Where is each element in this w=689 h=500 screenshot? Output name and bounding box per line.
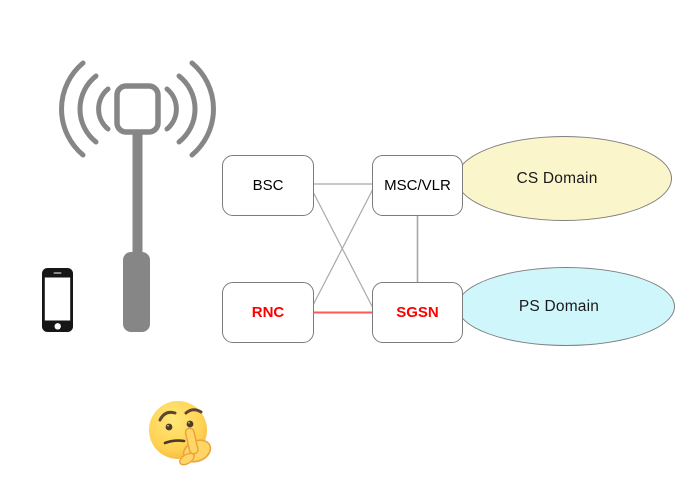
emoji-eye-left-highlight: [167, 424, 169, 427]
cs-domain-label: CS Domain: [516, 169, 598, 187]
smartphone-icon: [42, 268, 73, 332]
emoji-eye-right-highlight: [188, 421, 190, 424]
cs-domain-ellipse: CS Domain: [456, 136, 672, 221]
emoji-mouth: [163, 439, 186, 445]
node-sgsn: SGSN: [372, 282, 463, 343]
thinking-face-emoji: [149, 401, 212, 466]
emoji-eye-left: [165, 423, 173, 431]
node-msc-vlr: MSC/VLR: [372, 155, 463, 216]
phone-home-button: [54, 323, 61, 330]
node-rnc-label: RNC: [251, 304, 285, 321]
node-rnc: RNC: [222, 282, 314, 343]
ps-domain-label: PS Domain: [518, 297, 600, 315]
node-bsc: BSC: [222, 155, 314, 216]
edge-rnc-mscvlr: [309, 186, 375, 312]
radio-waves-right: [164, 60, 216, 158]
node-bsc-label: BSC: [252, 177, 284, 194]
phone-speaker: [53, 272, 62, 274]
tower-base: [123, 252, 150, 332]
cell-tower-icon: [59, 60, 216, 332]
ps-domain-ellipse: PS Domain: [457, 267, 675, 346]
tower-pole: [132, 125, 143, 271]
emoji-eyebrow-right: [184, 408, 203, 415]
emoji-hand-thumb: [179, 452, 195, 466]
antenna-head: [114, 83, 161, 135]
emoji-eyebrow-left: [158, 410, 177, 422]
phone-screen: [44, 277, 71, 321]
node-sgsn-label: SGSN: [396, 304, 439, 321]
emoji-eye-right: [186, 420, 194, 428]
radio-waves-left: [59, 60, 111, 158]
node-msc-vlr-label: MSC/VLR: [384, 177, 451, 194]
emoji-hand-index-finger: [184, 427, 199, 455]
